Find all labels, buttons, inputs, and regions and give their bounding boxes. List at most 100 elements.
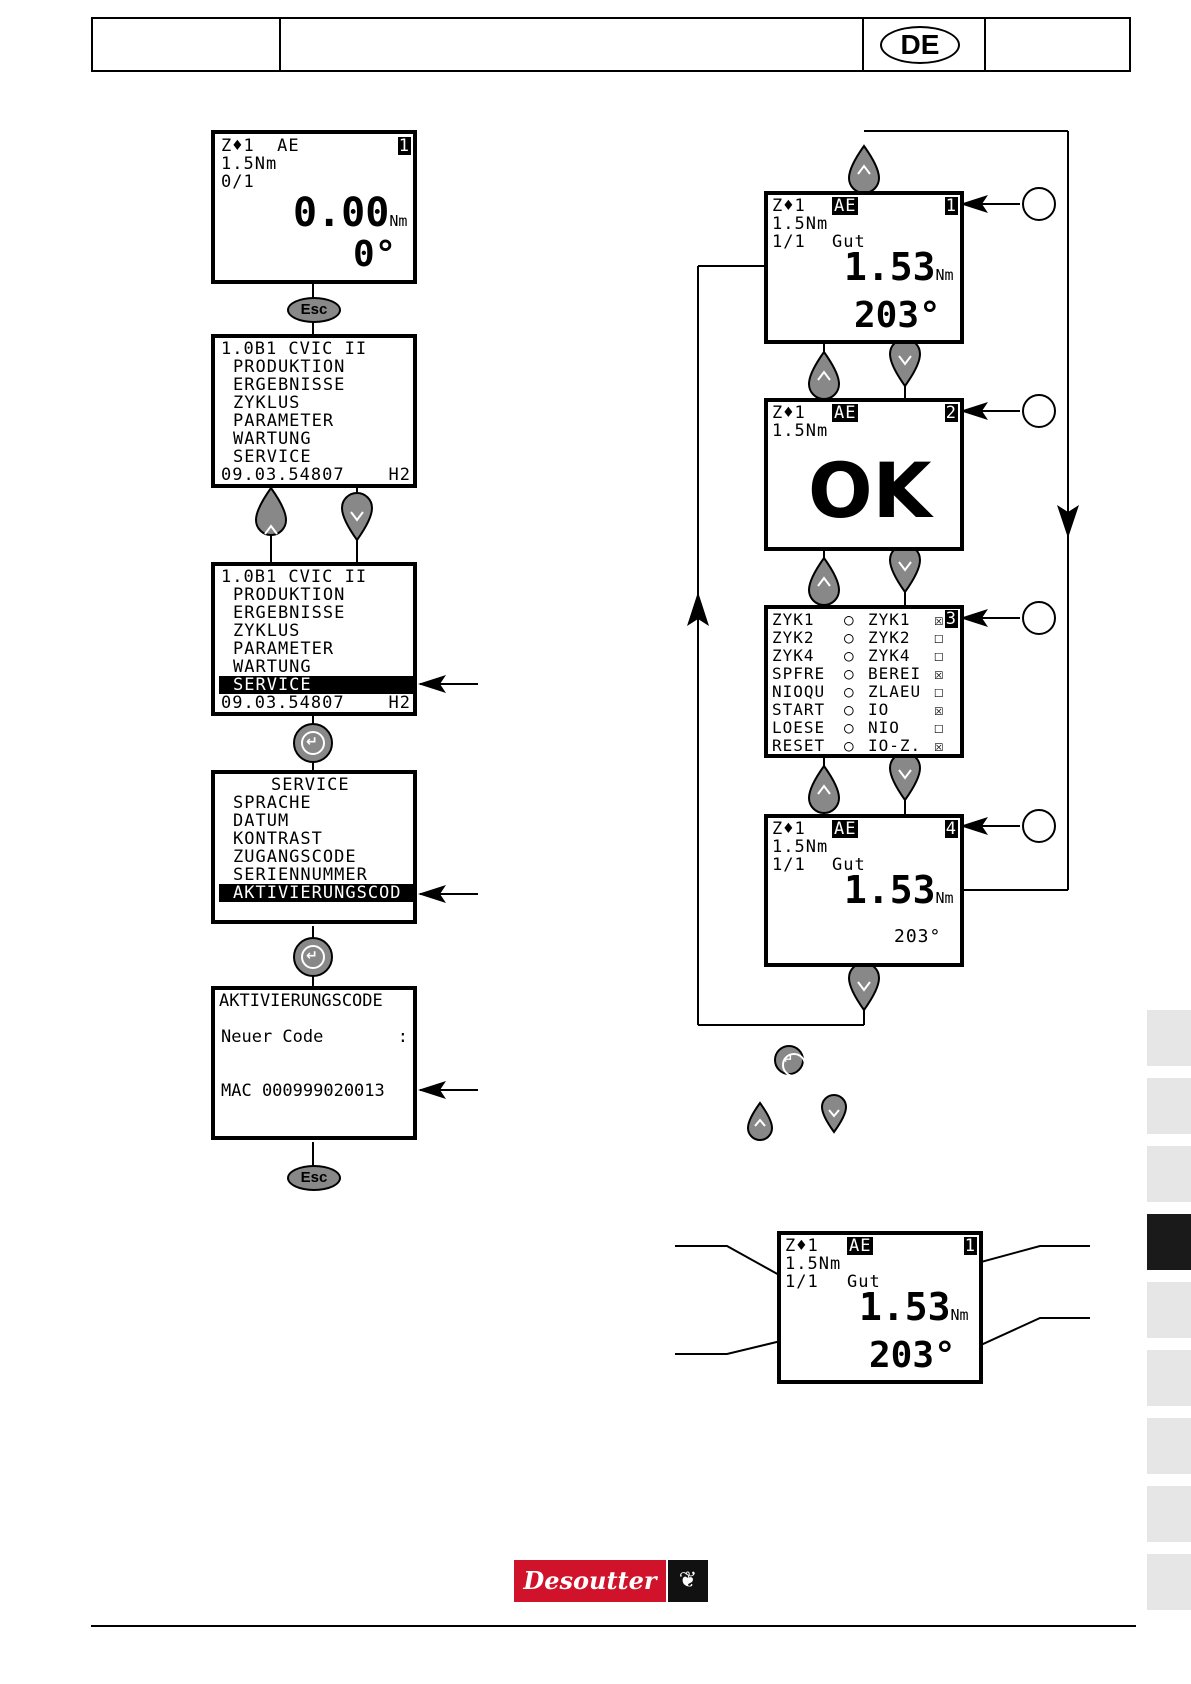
menu-item-service-highlighted[interactable]: SERVICE	[219, 676, 413, 694]
lcd-main-menu: 1.0B1 CVIC II PRODUKTION ERGEBNISSE ZYKL…	[211, 334, 417, 488]
menu-item-ergebnisse[interactable]: ERGEBNISSE	[233, 603, 346, 623]
callout-circle-4	[1022, 809, 1056, 843]
screen-header-text: Z♦1 AE	[221, 136, 300, 156]
lcd-io-status-screen: ZYK1○ZYK1☒ZYK2○ZYK2☐ZYK4○ZYK4☐SPFRE○BERE…	[764, 605, 964, 758]
io-right-label: IO-Z.	[868, 736, 922, 755]
menu-item-service[interactable]: SERVICE	[233, 447, 312, 467]
screen-index: 1	[963, 1236, 977, 1256]
io-indicator-icon: ○	[844, 736, 855, 755]
angle-readout: 203°	[869, 1335, 956, 1376]
io-indicator-icon: ○	[844, 646, 855, 665]
new-code-colon: :	[397, 1027, 409, 1047]
target-torque: 1.5Nm	[221, 154, 278, 174]
menu-item-aktivierungscode-highlighted[interactable]: AKTIVIERUNGSCOD	[219, 884, 413, 902]
menu-item-produktion[interactable]: PRODUKTION	[233, 585, 346, 605]
result-status: Gut	[832, 232, 866, 252]
angle-readout: 203°	[894, 926, 942, 947]
io-right-label: ZYK4	[868, 646, 911, 665]
section-tab-2[interactable]	[1147, 1078, 1191, 1134]
menu-item-parameter[interactable]: PARAMETER	[233, 411, 335, 431]
menu-footer-version: 09.03.54807	[221, 693, 345, 713]
checked-box-icon: ☒	[934, 736, 945, 755]
menu-item-zyklus[interactable]: ZYKLUS	[233, 393, 301, 413]
enter-button[interactable]: ↵	[293, 937, 333, 977]
enter-icon: ↵	[783, 1052, 794, 1066]
language-badge: DE	[880, 26, 960, 64]
menu-item-ergebnisse[interactable]: ERGEBNISSE	[233, 375, 346, 395]
menu-title: SERVICE	[271, 775, 350, 795]
section-tab-4-active[interactable]	[1147, 1214, 1191, 1270]
enter-button[interactable]: ↵	[293, 723, 333, 763]
checked-box-icon: ☒	[934, 664, 945, 683]
io-left-label: START	[772, 700, 826, 719]
section-tab-9[interactable]	[1147, 1554, 1191, 1610]
screen-title: AKTIVIERUNGSCODE	[219, 991, 383, 1011]
menu-item-produktion[interactable]: PRODUKTION	[233, 357, 346, 377]
torque-readout: 0.00Nm	[293, 190, 408, 236]
empty-box-icon: ☐	[934, 718, 945, 737]
section-tab-8[interactable]	[1147, 1486, 1191, 1542]
result-status: Gut	[847, 1272, 881, 1292]
empty-box-icon: ☐	[934, 646, 945, 665]
menu-item-datum[interactable]: DATUM	[233, 811, 290, 831]
menu-item-kontrast[interactable]: KONTRAST	[233, 829, 323, 849]
io-left-label: RESET	[772, 736, 826, 755]
empty-box-icon: ☐	[934, 628, 945, 647]
menu-item-zugangscode[interactable]: ZUGANGSCODE	[233, 847, 357, 867]
io-indicator-icon: ○	[844, 664, 855, 683]
io-left-label: ZYK2	[772, 628, 815, 647]
lcd-screen-start: Z♦1 AE 1 1.5Nm 0/1 0.00Nm 0°	[211, 130, 417, 284]
section-tab-1[interactable]	[1147, 1010, 1191, 1066]
io-right-label: ZLAEU	[868, 682, 922, 701]
io-indicator-icon: ○	[844, 628, 855, 647]
empty-box-icon: ☐	[934, 682, 945, 701]
enter-button-legend: ↵	[774, 1045, 806, 1077]
lcd-service-menu: SERVICE SPRACHE DATUM KONTRAST ZUGANGSCO…	[211, 770, 417, 924]
io-right-label: IO	[868, 700, 890, 719]
ok-result: OK	[808, 446, 932, 535]
esc-button[interactable]: Esc	[287, 1165, 341, 1191]
menu-item-wartung[interactable]: WARTUNG	[233, 657, 312, 677]
lcd-result-screen-2: Z♦1 AE 2 1.5Nm OK	[764, 398, 964, 551]
io-right-label: BEREI	[868, 664, 922, 683]
desoutter-logo: Desoutter ❦	[514, 1560, 708, 1602]
screen-header-text: Z♦1	[772, 196, 806, 216]
mode-badge: AE	[847, 1236, 874, 1256]
screen-index: 4	[944, 819, 958, 839]
screen-index: 2	[944, 403, 958, 423]
io-indicator-icon: ○	[844, 682, 855, 701]
menu-footer-version: 09.03.54807	[221, 465, 345, 485]
section-tab-6[interactable]	[1147, 1350, 1191, 1406]
section-tab-5[interactable]	[1147, 1282, 1191, 1338]
logo-bird-icon: ❦	[668, 1560, 708, 1602]
enter-icon: ↵	[306, 948, 318, 964]
menu-item-zyklus[interactable]: ZYKLUS	[233, 621, 301, 641]
section-tab-3[interactable]	[1147, 1146, 1191, 1202]
angle-readout: 0°	[353, 234, 397, 275]
cycle-count: 1/1	[772, 232, 806, 252]
torque-readout: 1.53Nm	[844, 245, 954, 289]
screen-header-text: Z♦1	[785, 1236, 819, 1256]
esc-button[interactable]: Esc	[287, 297, 341, 323]
mode-badge: AE	[832, 403, 859, 423]
checked-box-icon: ☒	[934, 700, 945, 719]
cycle-count: 1/1	[785, 1272, 819, 1292]
lcd-result-screen-1: Z♦1 AE 1 1.5Nm 1/1 Gut 1.53Nm 203°	[764, 191, 964, 344]
menu-item-wartung[interactable]: WARTUNG	[233, 429, 312, 449]
checked-box-icon: ☒	[934, 610, 945, 629]
io-left-label: SPFRE	[772, 664, 826, 683]
page-header: DE	[91, 17, 1131, 72]
lcd-main-menu-service-selected: 1.0B1 CVIC II PRODUKTION ERGEBNISSE ZYKL…	[211, 562, 417, 716]
menu-item-parameter[interactable]: PARAMETER	[233, 639, 335, 659]
screen-index: 3	[944, 609, 958, 629]
io-left-label: NIOQU	[772, 682, 826, 701]
angle-readout: 203°	[854, 295, 941, 336]
menu-item-sprache[interactable]: SPRACHE	[233, 793, 312, 813]
cycle-count: 0/1	[221, 172, 255, 192]
io-right-label: ZYK1	[868, 610, 911, 629]
menu-item-seriennummer[interactable]: SERIENNUMMER	[233, 865, 368, 885]
lcd-activation-code: AKTIVIERUNGSCODE Neuer Code : MAC 000999…	[211, 986, 417, 1140]
menu-footer-code: H2	[388, 693, 411, 713]
section-tab-7[interactable]	[1147, 1418, 1191, 1474]
